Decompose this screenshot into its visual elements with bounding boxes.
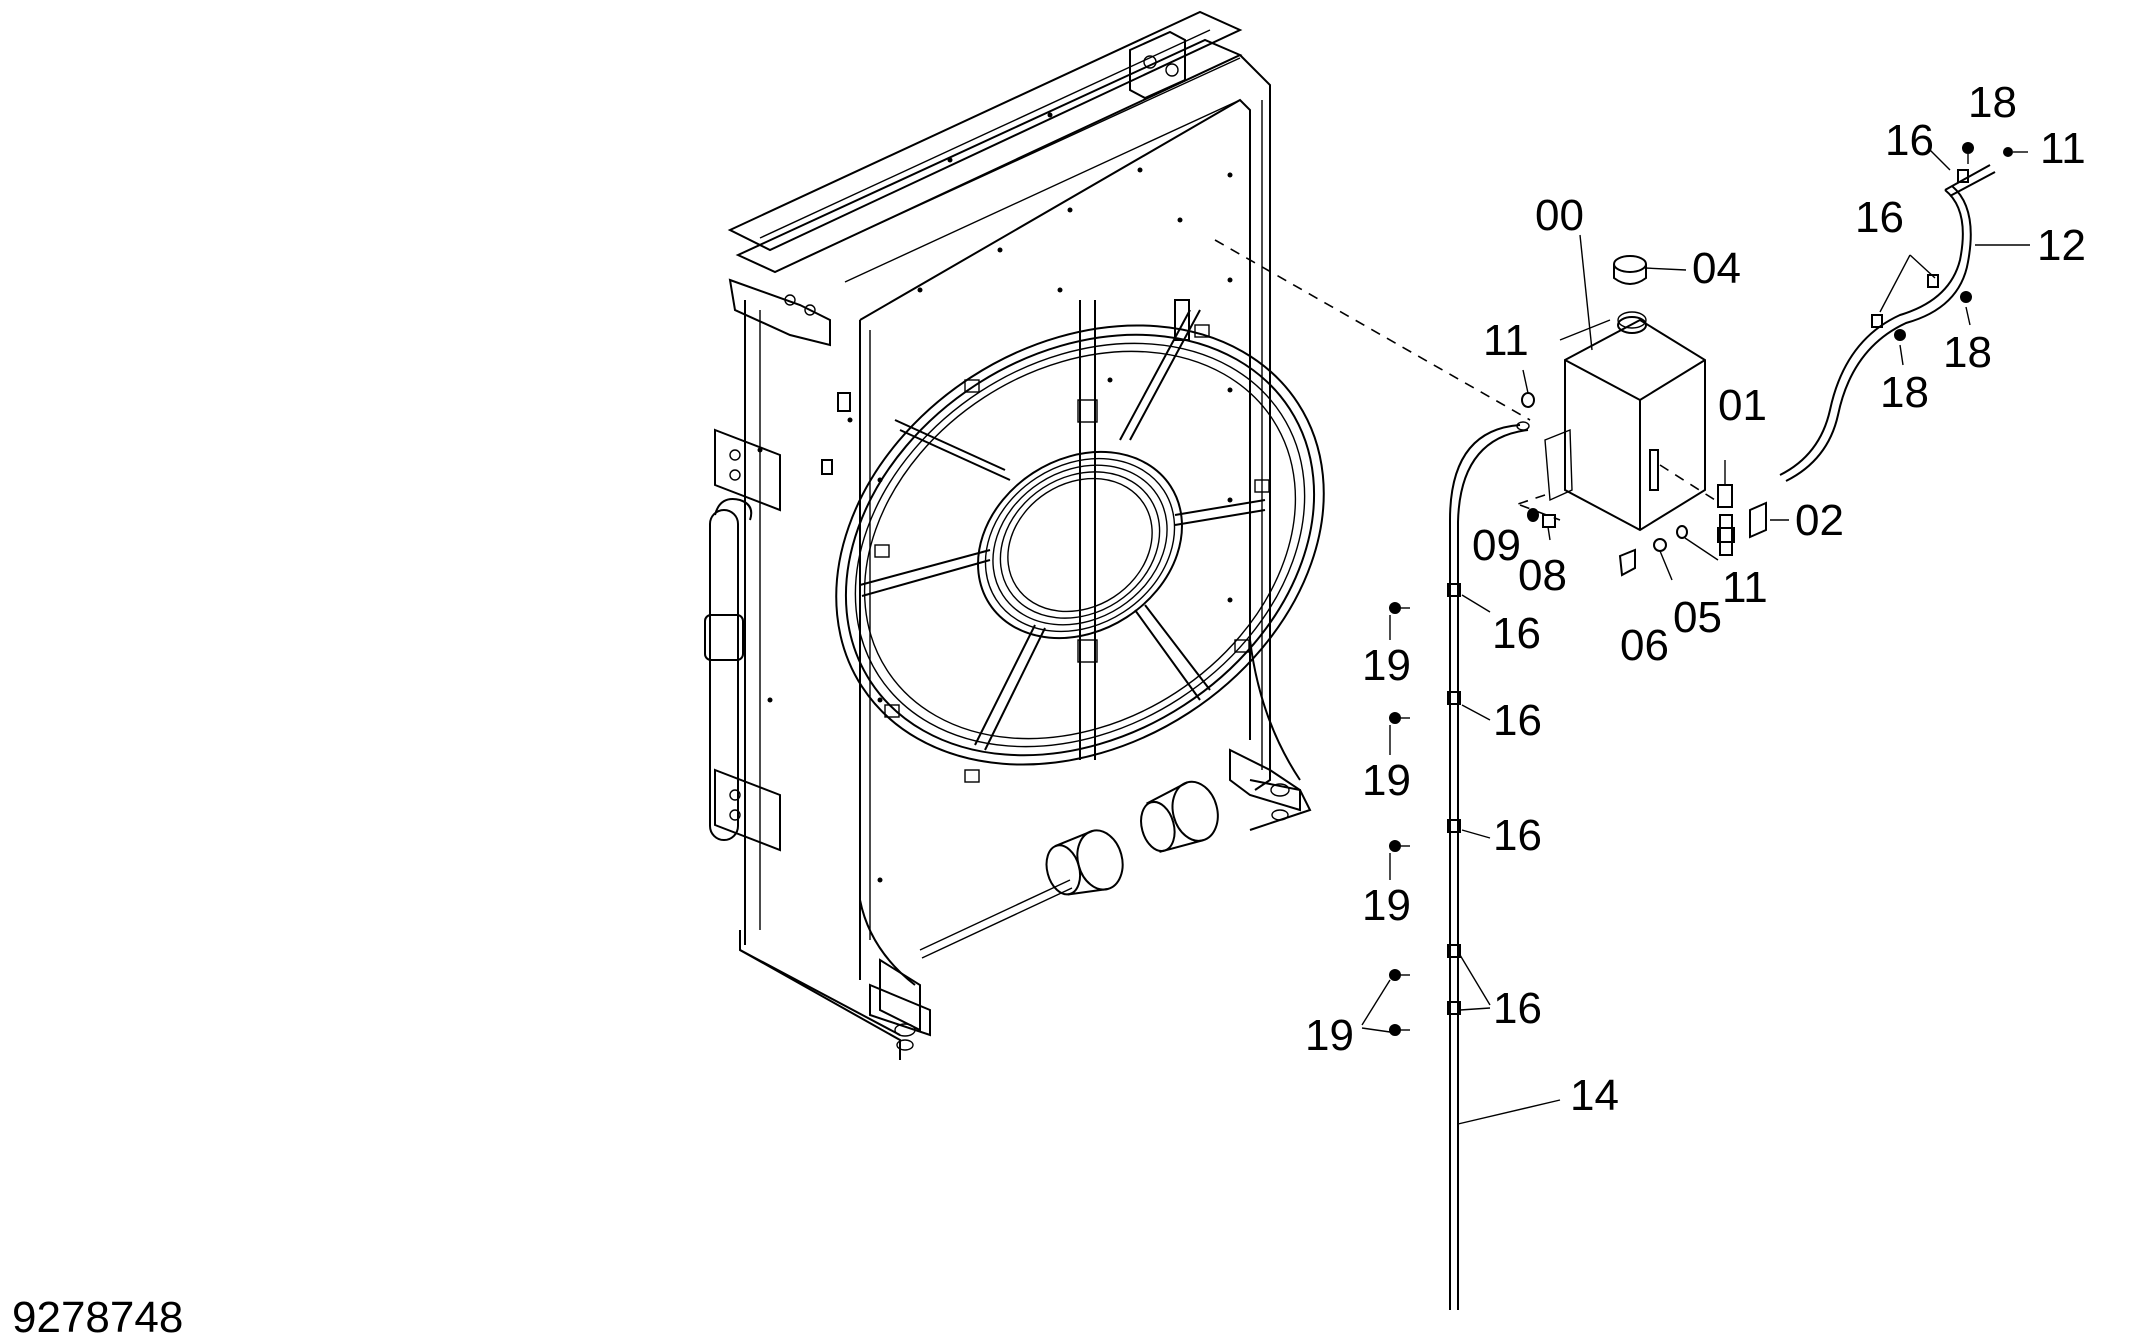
- callout-11-top: 11: [1483, 316, 1529, 365]
- cap-04: [1613, 255, 1647, 285]
- callout-16-e: 16: [1855, 193, 1904, 242]
- callout-16-c: 16: [1493, 811, 1542, 860]
- small-parts: [1521, 369, 1767, 581]
- callout-02: 02: [1795, 496, 1844, 545]
- callout-19-c: 19: [1362, 881, 1411, 930]
- callout-19-d: 19: [1305, 1011, 1354, 1060]
- callout-18-b: 18: [1943, 328, 1992, 377]
- callout-11-lower: 11: [1722, 563, 1768, 612]
- callout-labels: 00 04 11 01 02 09 08 11 05 06 16 16 16 1…: [1305, 78, 2086, 1120]
- leader-lines: [1361, 149, 2030, 1125]
- callout-09: 09: [1472, 521, 1521, 570]
- reserve-tank: [1514, 311, 1706, 532]
- overflow-hose-14: [1449, 424, 1521, 1310]
- bolt-holes: [757, 112, 1233, 883]
- screws-19: [1389, 602, 1410, 1036]
- callout-12: 12: [2037, 221, 2086, 270]
- callout-04: 04: [1692, 244, 1741, 293]
- callout-06: 06: [1620, 621, 1669, 670]
- callout-00: 00: [1535, 191, 1584, 240]
- hose-clips: [1447, 583, 1461, 1015]
- callout-19-a: 19: [1362, 641, 1411, 690]
- hose-12: [1779, 189, 1964, 476]
- callout-16-d: 16: [1493, 984, 1542, 1033]
- callout-05: 05: [1673, 593, 1722, 642]
- drawing-number: 9278748: [12, 1293, 183, 1342]
- assembly-leader-dashed: [1214, 239, 1531, 421]
- callout-16-b: 16: [1493, 696, 1542, 745]
- callout-18-top: 18: [1968, 78, 2017, 127]
- callout-16-f: 16: [1885, 116, 1934, 165]
- radiator-assembly: [704, 10, 1325, 1060]
- callout-01: 01: [1718, 381, 1767, 430]
- callout-16-a: 16: [1492, 609, 1541, 658]
- callout-14: 14: [1570, 1071, 1619, 1120]
- callout-18-c: 18: [1880, 368, 1929, 417]
- callout-19-b: 19: [1362, 756, 1411, 805]
- callout-11-right: 11: [2040, 124, 2086, 173]
- callout-08: 08: [1518, 551, 1567, 600]
